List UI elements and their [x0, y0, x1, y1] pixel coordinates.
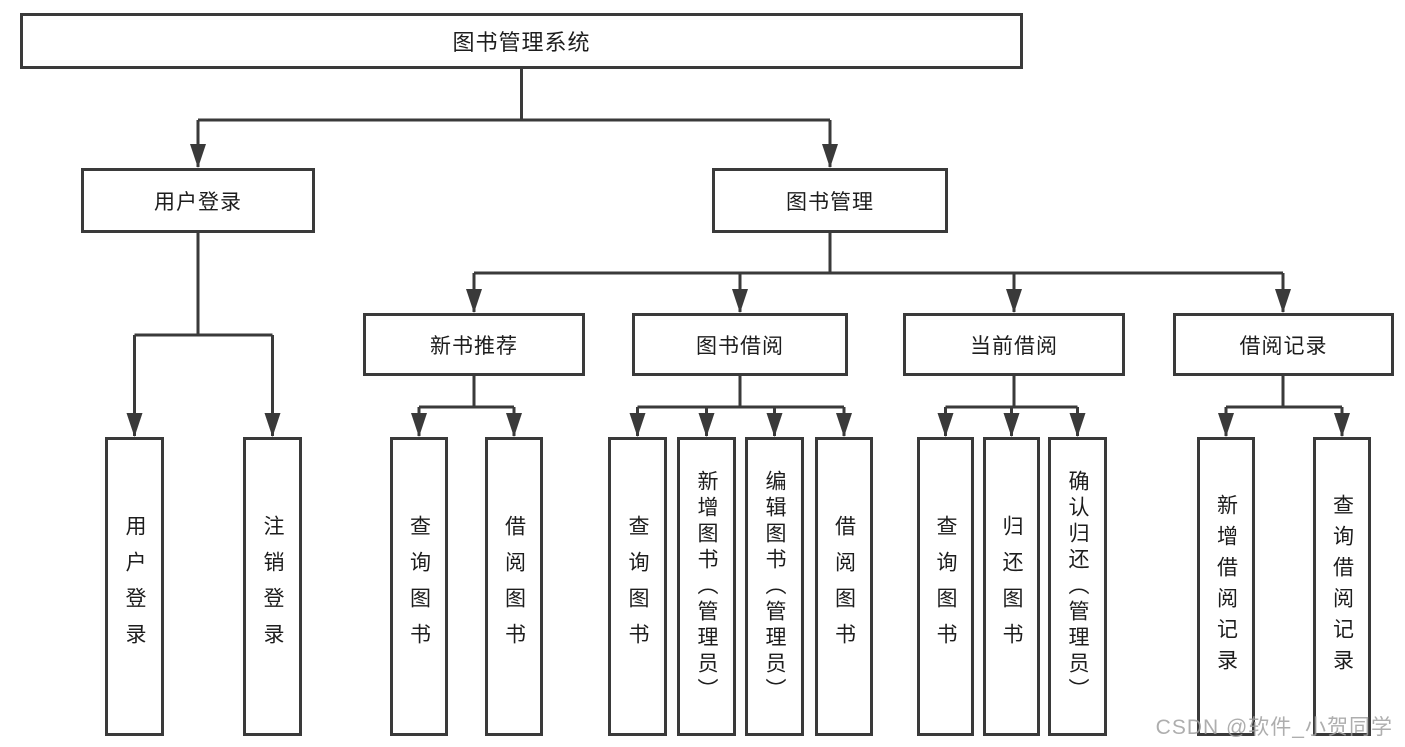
edge-book-borrow-trunk — [637, 376, 844, 409]
node-label: 借阅记录 — [1239, 334, 1328, 358]
node-book-borrow: 图书借阅 — [632, 313, 848, 376]
leaf-label: 用户登录 — [123, 514, 146, 659]
edge-borrow-records-trunk — [1226, 376, 1342, 409]
leaf-label: 编辑图书（管理员） — [763, 469, 786, 704]
leaf-logout: 注销登录 — [243, 437, 302, 736]
leaf-label: 查询图书 — [407, 514, 431, 659]
node-borrow-records: 借阅记录 — [1173, 313, 1394, 376]
node-user-login: 用户登录 — [81, 168, 315, 233]
node-label: 新书推荐 — [430, 334, 518, 358]
node-current-borrow: 当前借阅 — [903, 313, 1125, 376]
edge-user-login-trunk — [134, 233, 273, 337]
edge-new-book-trunk — [419, 376, 514, 409]
leaf-query-books: 查询图书 — [917, 437, 974, 736]
node-label: 图书管理 — [786, 190, 874, 214]
leaf-return-books: 归还图书 — [983, 437, 1040, 736]
leaf-query-borrow-record: 查询借阅记录 — [1313, 437, 1371, 736]
node-library-system: 图书管理系统 — [20, 13, 1023, 69]
leaf-label: 注销登录 — [261, 514, 284, 659]
leaf-query-books: 查询图书 — [390, 437, 448, 736]
leaf-edit-books-admin: 编辑图书（管理员） — [745, 437, 804, 736]
node-book-management: 图书管理 — [712, 168, 948, 233]
leaf-label: 新增图书（管理员） — [695, 469, 718, 704]
node-label: 当前借阅 — [970, 334, 1058, 358]
node-label: 图书借阅 — [696, 334, 784, 358]
node-label: 图书管理系统 — [452, 30, 591, 55]
leaf-user-login: 用户登录 — [105, 437, 164, 736]
leaf-borrow-books: 借阅图书 — [485, 437, 543, 736]
edge-root-trunk — [198, 69, 830, 122]
node-label: 用户登录 — [154, 190, 242, 214]
leaf-confirm-return-admin: 确认归还（管理员） — [1048, 437, 1107, 736]
leaf-label: 查询图书 — [626, 514, 649, 659]
csdn-watermark: CSDN @软件_小贺同学 — [1155, 716, 1393, 739]
leaf-borrow-books: 借阅图书 — [815, 437, 873, 736]
edge-book-mgmt-trunk — [474, 233, 1283, 275]
leaf-label: 查询借阅记录 — [1330, 493, 1354, 680]
leaf-add-borrow-record: 新增借阅记录 — [1197, 437, 1255, 736]
leaf-label: 查询图书 — [934, 514, 957, 659]
leaf-label: 借阅图书 — [832, 514, 856, 659]
leaf-label: 确认归还（管理员） — [1066, 469, 1089, 704]
leaf-label: 归还图书 — [1000, 514, 1023, 659]
node-new-book-recommend: 新书推荐 — [363, 313, 585, 376]
leaf-add-books-admin: 新增图书（管理员） — [677, 437, 736, 736]
leaf-query-books: 查询图书 — [608, 437, 667, 736]
leaf-label: 借阅图书 — [502, 514, 526, 659]
edge-current-borrow-trunk — [945, 376, 1078, 409]
leaf-label: 新增借阅记录 — [1214, 493, 1238, 680]
